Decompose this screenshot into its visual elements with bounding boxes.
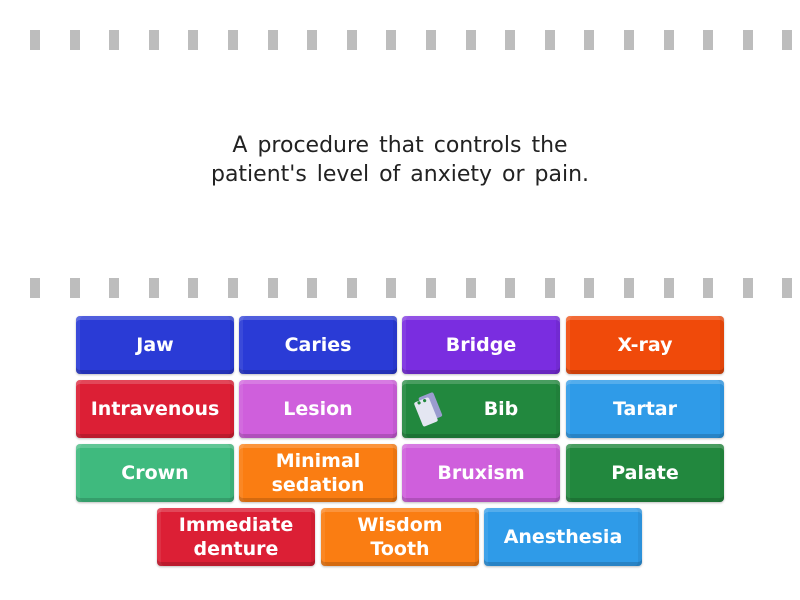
divider-dash: [30, 30, 40, 50]
divider-dash: [188, 30, 198, 50]
divider-dash: [149, 30, 159, 50]
divider-dash: [584, 278, 594, 298]
divider-dash: [228, 30, 238, 50]
divider-dash: [505, 30, 515, 50]
divider-dash: [307, 278, 317, 298]
divider-dash: [188, 278, 198, 298]
bib-card-icon: [414, 392, 443, 427]
divider-dash: [347, 30, 357, 50]
divider-dash: [426, 278, 436, 298]
divider-dash: [228, 278, 238, 298]
divider-dash: [703, 30, 713, 50]
divider-dash: [466, 30, 476, 50]
divider-dash: [664, 278, 674, 298]
tile-tartar[interactable]: Tartar: [566, 380, 724, 438]
divider-dash: [782, 278, 792, 298]
tile-bruxism[interactable]: Bruxism: [402, 444, 560, 502]
divider-dash: [149, 278, 159, 298]
divider-dash: [743, 278, 753, 298]
divider-dash: [545, 30, 555, 50]
tile-crown[interactable]: Crown: [76, 444, 234, 502]
top-dashed-divider: [0, 30, 800, 50]
tile-x-ray[interactable]: X-ray: [566, 316, 724, 374]
tile-minimal-sedation[interactable]: Minimal sedation: [239, 444, 397, 502]
tile-bridge[interactable]: Bridge: [402, 316, 560, 374]
divider-dash: [624, 30, 634, 50]
divider-dash: [505, 278, 515, 298]
divider-dash: [703, 278, 713, 298]
divider-dash: [268, 30, 278, 50]
tile-immediate-denture[interactable]: Immediate denture: [157, 508, 315, 566]
tile-intravenous[interactable]: Intravenous: [76, 380, 234, 438]
divider-dash: [782, 30, 792, 50]
tile-anesthesia[interactable]: Anesthesia: [484, 508, 642, 566]
tile-palate[interactable]: Palate: [566, 444, 724, 502]
tile-wisdom-tooth[interactable]: Wisdom Tooth: [321, 508, 479, 566]
bottom-dashed-divider: [0, 278, 800, 298]
tile-bib[interactable]: Bib: [402, 380, 560, 438]
divider-dash: [664, 30, 674, 50]
divider-dash: [109, 30, 119, 50]
divider-dash: [307, 30, 317, 50]
divider-dash: [386, 30, 396, 50]
question-line-2: patient's level of anxiety or pain.: [210, 162, 590, 187]
divider-dash: [624, 278, 634, 298]
divider-dash: [70, 30, 80, 50]
divider-dash: [386, 278, 396, 298]
tile-jaw[interactable]: Jaw: [76, 316, 234, 374]
tile-caries[interactable]: Caries: [239, 316, 397, 374]
question-prompt: A procedure that controls the patient's …: [150, 131, 650, 189]
divider-dash: [70, 278, 80, 298]
divider-dash: [268, 278, 278, 298]
divider-dash: [466, 278, 476, 298]
divider-dash: [30, 278, 40, 298]
divider-dash: [545, 278, 555, 298]
question-line-1: A procedure that controls the: [232, 133, 568, 158]
divider-dash: [584, 30, 594, 50]
tile-lesion[interactable]: Lesion: [239, 380, 397, 438]
divider-dash: [743, 30, 753, 50]
divider-dash: [426, 30, 436, 50]
divider-dash: [109, 278, 119, 298]
divider-dash: [347, 278, 357, 298]
